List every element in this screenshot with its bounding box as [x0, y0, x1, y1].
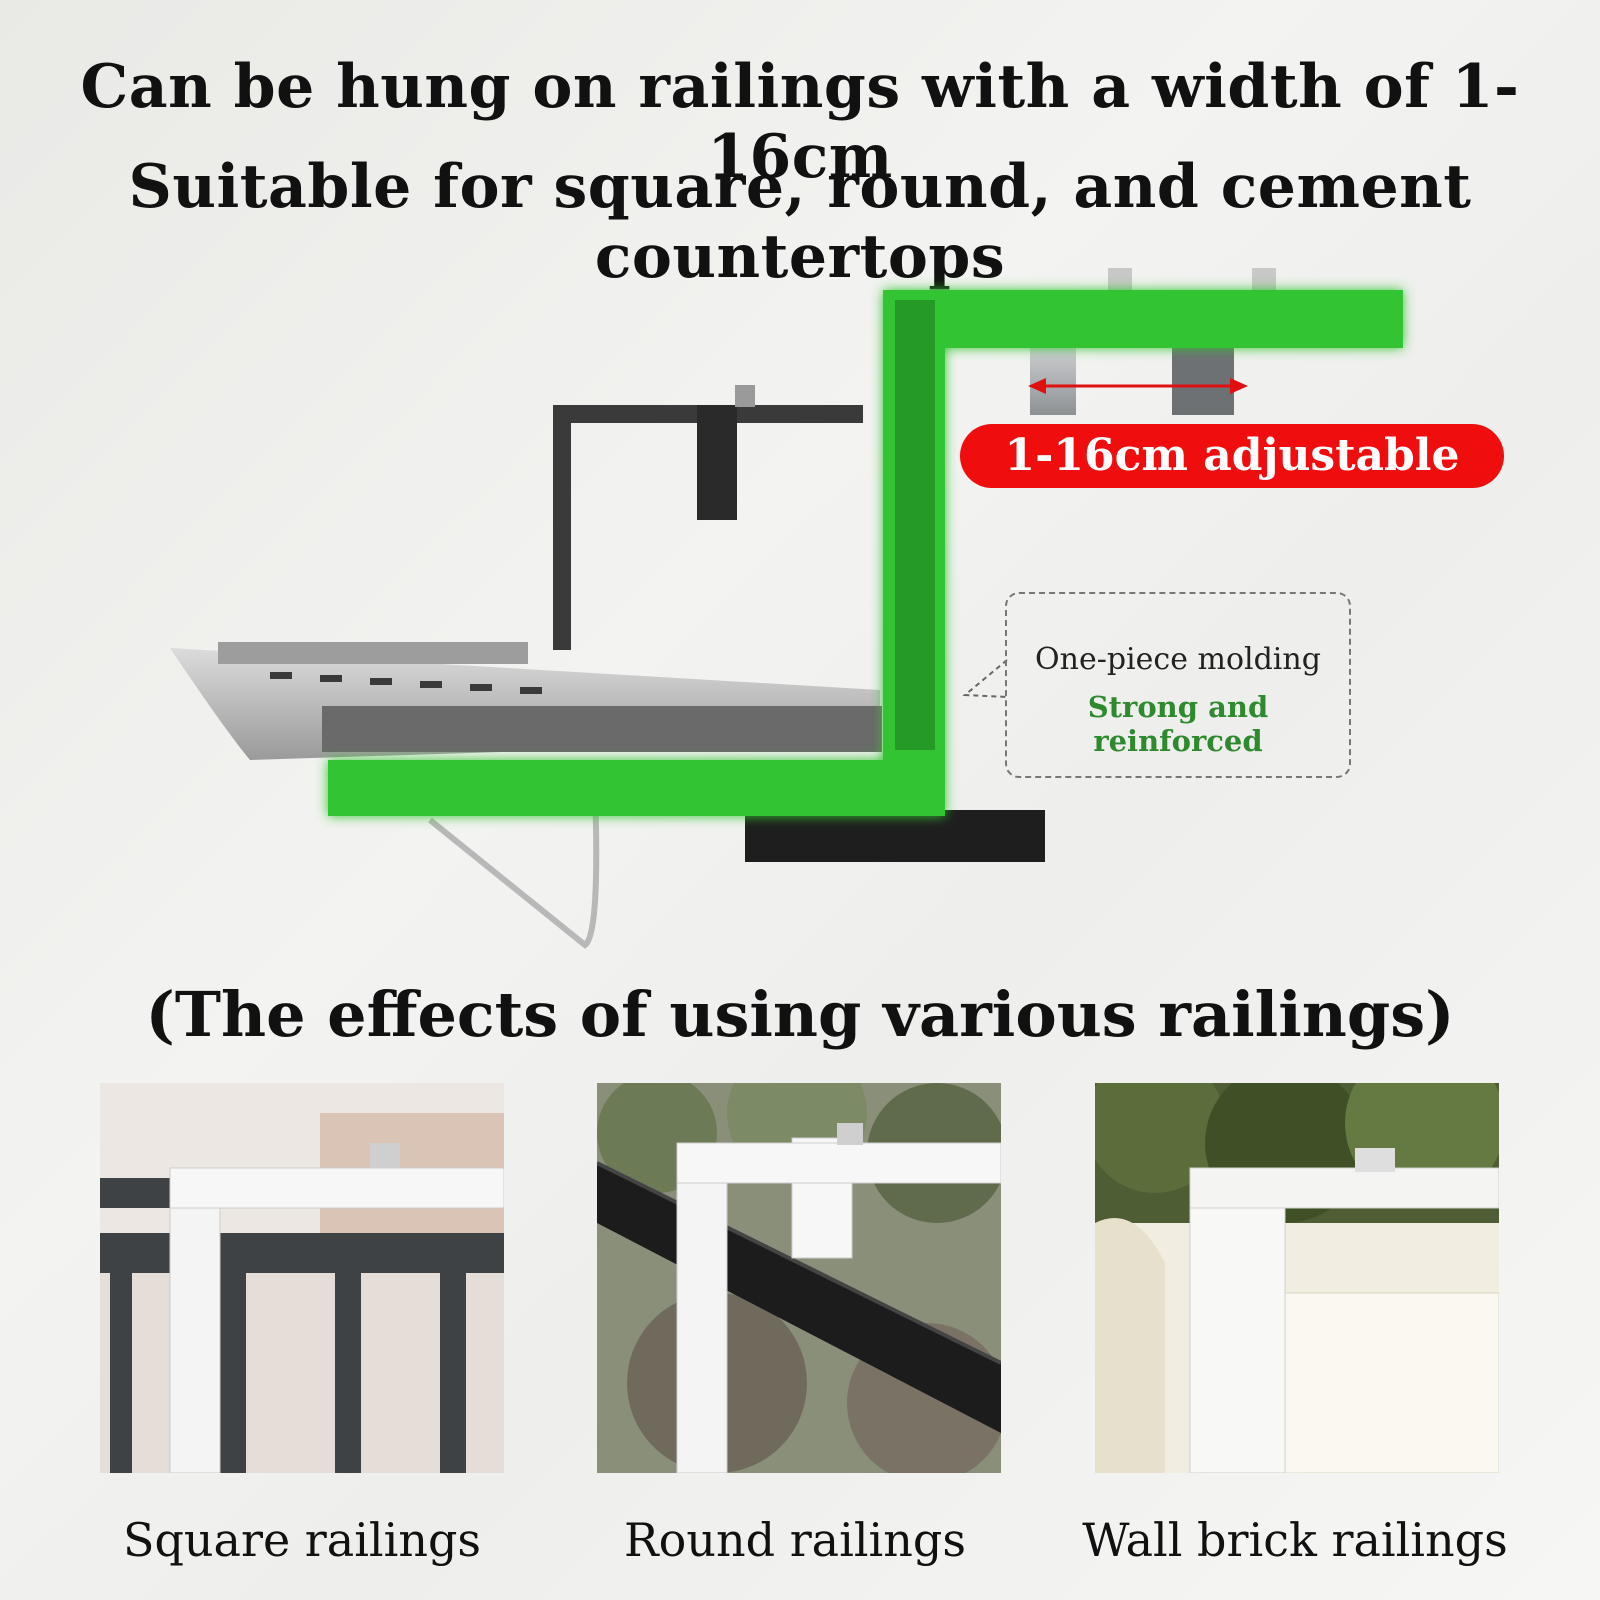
callout-line-1: One-piece molding [1035, 642, 1321, 677]
tray [170, 642, 882, 760]
green-bracket [328, 290, 1403, 816]
caption-square-railings: Square railings [122, 1513, 482, 1567]
support-rod [428, 789, 600, 949]
caption-wall-brick-railings: Wall brick railings [1082, 1513, 1508, 1567]
callout-box: One-piece molding Strong and reinforced [1005, 592, 1351, 778]
square-railing-photo [100, 1083, 504, 1473]
callout-line-2: Strong and reinforced [1087, 690, 1269, 758]
caption-round-railings: Round railings [624, 1513, 966, 1567]
adjustable-badge: 1-16cm adjustable [960, 424, 1504, 488]
callout-pointer [962, 659, 1008, 698]
wall-brick-railing-photo [1095, 1083, 1499, 1473]
bracket-illustration [170, 268, 1403, 949]
section-subtitle: (The effects of using various railings) [145, 978, 1455, 1051]
round-railing-photo [597, 1083, 1001, 1473]
headline-line-2: Suitable for square, round, and cement c… [128, 152, 1472, 292]
width-arrow [1028, 378, 1248, 394]
headline-line-1: Can be hung on railings with a width of … [80, 52, 1520, 192]
dark-bracket [553, 385, 863, 650]
base-block [745, 810, 1045, 862]
